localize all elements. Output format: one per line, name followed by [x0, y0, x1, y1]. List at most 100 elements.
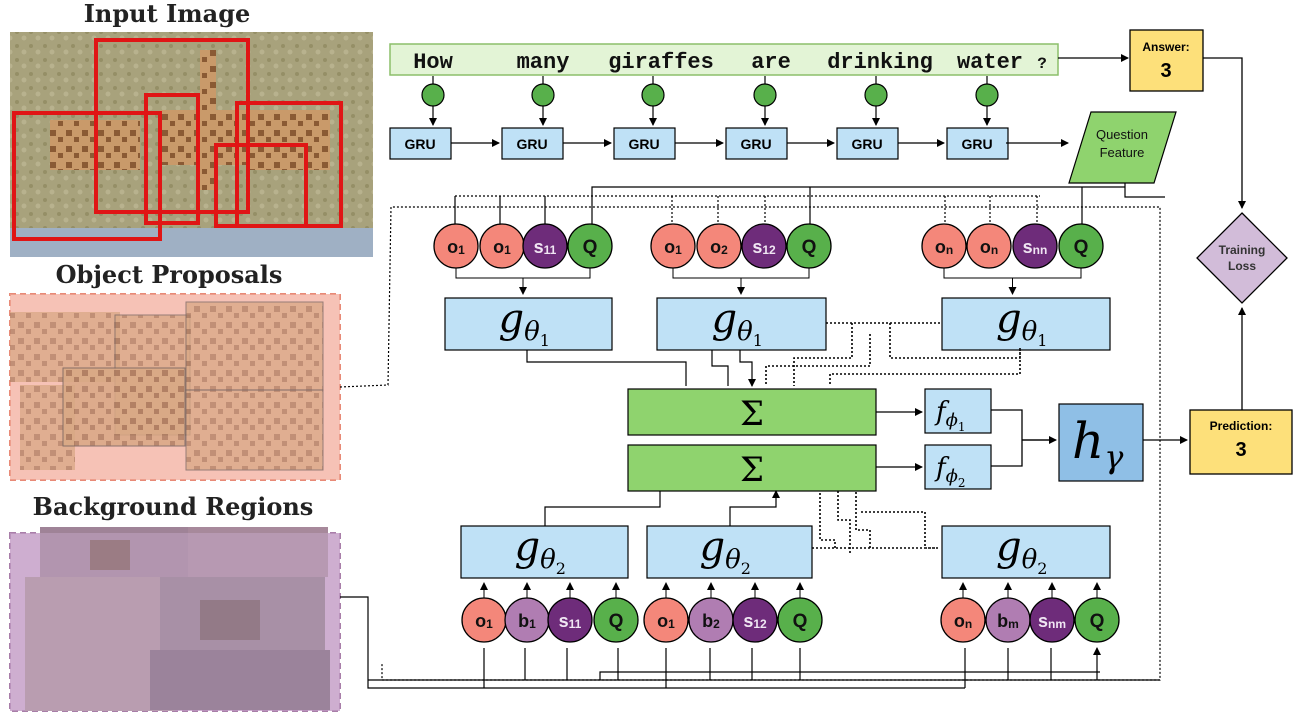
question-word-2: many	[517, 50, 570, 75]
node-letter: Q	[802, 237, 817, 258]
obj-group1-node3-label: s11	[534, 237, 557, 257]
f-phi1-idx: 1	[958, 420, 966, 434]
gru-box	[946, 127, 1009, 160]
f-to-h	[991, 409, 1052, 467]
question-bar	[389, 43, 1059, 76]
node-letter: o	[493, 237, 504, 257]
g-symbol: g	[515, 524, 541, 570]
gru-box	[501, 127, 564, 160]
node-subscript: 11	[544, 243, 557, 257]
node-letter: o	[664, 237, 675, 257]
question-word-1: How	[413, 50, 453, 75]
object-wire-top	[454, 196, 546, 224]
g-theta1-box-1	[444, 297, 613, 351]
node-letter: o	[657, 611, 668, 631]
obj-group2-node2	[696, 223, 742, 269]
g-idx: 2	[556, 559, 566, 578]
g-symbol: g	[700, 524, 726, 570]
obj-group3-node3-label: snn	[1023, 237, 1048, 257]
node-letter: o	[954, 611, 965, 631]
node-letter: o	[710, 237, 721, 257]
background-regions-title: Background Regions	[33, 492, 314, 521]
bg-group2-node1-label: o1	[657, 611, 675, 631]
prediction-box	[1189, 409, 1293, 475]
g1-to-sum1	[526, 350, 752, 386]
word-embedding-node	[864, 83, 888, 107]
node-subscript: 1	[486, 617, 493, 631]
bg-group3-node4-label: Q	[1090, 611, 1105, 632]
g-theta2-box-3-label: gθ2	[996, 524, 1047, 578]
node-letter: s	[1023, 237, 1033, 257]
obj-group1-node3	[522, 223, 568, 269]
node-subscript: 2	[713, 617, 720, 631]
question-feature-shape	[1068, 111, 1177, 184]
node-subscript: 12	[762, 243, 776, 257]
word-embedding-node	[421, 83, 445, 107]
gru-box	[836, 127, 899, 160]
answer-label: Answer:	[1142, 40, 1189, 54]
g-idx: 1	[540, 331, 550, 350]
h-gamma-sub: γ	[1104, 438, 1124, 476]
node-subscript: nm	[1048, 617, 1066, 631]
f-phi1-box	[924, 388, 992, 434]
g-theta1-box-1-label: gθ1	[499, 296, 550, 350]
answer-box	[1129, 29, 1204, 92]
obj-group3-node1-label: on	[935, 237, 953, 257]
node-subscript: 1	[668, 617, 675, 631]
node-letter: Q	[1090, 611, 1105, 632]
prediction-value: 3	[1235, 439, 1246, 461]
object-wire-dotted	[455, 195, 1040, 224]
obj-group2-node2-label: o2	[710, 237, 728, 257]
obj-group1-node1-label: o1	[447, 237, 465, 257]
g-symbol: g	[996, 296, 1022, 342]
obj-group3-node4-label: Q	[1074, 237, 1089, 258]
word-embedding-node	[753, 83, 777, 107]
node-subscript: 1	[675, 243, 682, 257]
g-sub: θ	[725, 545, 741, 575]
node-subscript: 2	[721, 243, 728, 257]
prediction-label: Prediction:	[1210, 419, 1273, 433]
node-letter: Q	[609, 611, 624, 632]
obj-group2-node3	[741, 223, 787, 269]
g-idx: 1	[1037, 331, 1047, 350]
node-subscript: 12	[753, 617, 767, 631]
object-proposals-panel	[9, 293, 341, 481]
word-embedding-node	[975, 83, 999, 107]
g-theta2-box-3	[941, 525, 1111, 579]
sum-box-2	[627, 444, 877, 492]
gru-label: GRU	[740, 136, 771, 152]
question-feature-wire	[591, 183, 1165, 224]
g-theta2-box-1-label: gθ2	[515, 524, 566, 578]
g-sub: θ	[1022, 317, 1038, 347]
input-image	[10, 32, 373, 257]
node-letter: b	[518, 611, 529, 631]
obj-group2-node3-label: s12	[752, 237, 776, 257]
g-theta1-box-2-label: gθ1	[712, 296, 763, 350]
f-phi2-idx: 2	[958, 476, 966, 490]
g-theta1-box-2	[656, 297, 827, 351]
question-word-3: giraffes	[608, 50, 714, 75]
node-letter: o	[935, 237, 946, 257]
gru-label: GRU	[404, 136, 435, 152]
f-phi2-box	[924, 444, 992, 490]
word-embedding-node	[641, 83, 665, 107]
object-group-bracket	[672, 268, 810, 294]
object-group-bracket	[943, 268, 1082, 294]
g-idx: 2	[741, 559, 751, 578]
f-phi2-sub: ϕ	[946, 466, 958, 487]
object-proposals-title: Object Proposals	[56, 260, 283, 289]
bg-group1-node3-label: s11	[559, 611, 582, 631]
obj-group1-node2-label: o1	[493, 237, 511, 257]
g-theta1-box-3	[941, 297, 1111, 351]
g-symbol: g	[996, 524, 1022, 570]
input-image-title: Input Image	[84, 0, 251, 28]
obj-group3-node2-label: on	[980, 237, 998, 257]
gru-box	[613, 127, 676, 160]
g-idx: 2	[1037, 559, 1047, 578]
node-subscript: 1	[504, 243, 511, 257]
node-letter: Q	[793, 611, 808, 632]
f-phi1-sub: ϕ	[946, 410, 958, 431]
training-loss-diamond	[1196, 212, 1288, 304]
